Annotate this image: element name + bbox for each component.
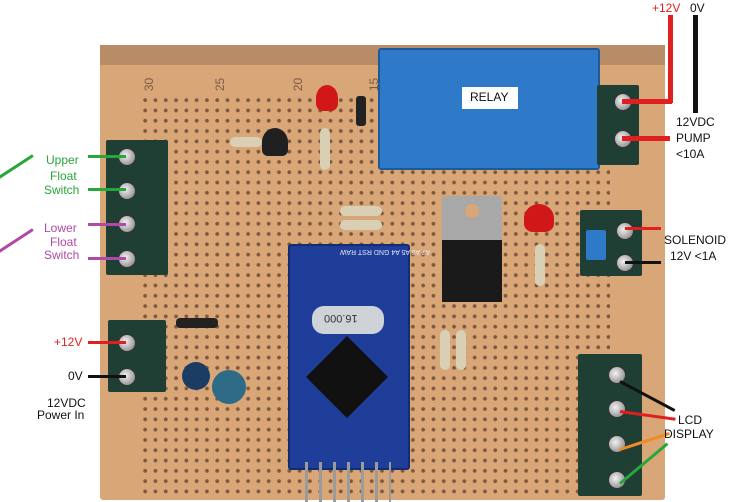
- pump-label-1: 12VDC: [676, 115, 715, 129]
- float-terminal-block: [106, 140, 168, 275]
- resistor-3: [340, 206, 382, 216]
- lcd-screw-1: [608, 366, 626, 384]
- power-terminal-block: [108, 320, 166, 392]
- arduino-top-pins: A7 A6 A5 A4 GND RST RAW: [340, 248, 431, 255]
- lower-float-label-1: Lower: [44, 221, 77, 235]
- upper-float-wire-1: [88, 155, 126, 158]
- lcd-screw-2: [608, 400, 626, 418]
- pump-wire: [622, 136, 670, 141]
- supply-plus-wire-h: [622, 99, 672, 104]
- power-zero-wire: [88, 375, 126, 378]
- capacitor-2: [212, 370, 246, 404]
- lower-float-label-3: Switch: [44, 248, 80, 262]
- solenoid-screw-1: [616, 222, 634, 240]
- supply-plus-wire: [668, 15, 673, 103]
- power-plus-wire: [88, 341, 126, 344]
- lcd-label-2: DISPLAY: [664, 427, 714, 441]
- upper-float-label-1: Upper: [46, 153, 79, 167]
- upper-float-wire-2: [88, 188, 126, 191]
- capacitor-1: [182, 362, 210, 390]
- relay-label: RELAY: [470, 90, 509, 104]
- board-col-20: 20: [291, 77, 306, 92]
- float-screw-2: [118, 182, 136, 200]
- resistor-2: [320, 128, 330, 170]
- crystal: [312, 306, 384, 334]
- lower-float-leadout: [0, 228, 34, 255]
- diode-relay: [356, 96, 366, 126]
- lower-float-wire-2: [88, 257, 126, 260]
- supply-zero-label: 0V: [690, 1, 705, 15]
- board-col-30: 30: [142, 77, 157, 92]
- resistor-7: [456, 330, 466, 370]
- power-plus-label: +12V: [54, 335, 83, 349]
- power-zero-label: 0V: [68, 369, 83, 383]
- arduino-header-pins: [305, 462, 391, 502]
- solenoid-label-2: 12V <1A: [670, 249, 717, 263]
- pump-label-3: <10A: [676, 147, 705, 161]
- relay-label-box: [462, 87, 518, 109]
- crystal-label: 16.000: [324, 312, 358, 324]
- resistor-6: [440, 330, 450, 370]
- solenoid-plus-wire: [625, 227, 661, 230]
- board-col-25: 25: [213, 77, 228, 92]
- supply-plus-label: +12V: [652, 1, 681, 15]
- upper-float-leadout: [0, 154, 34, 181]
- voltage-regulator: [442, 240, 502, 302]
- lower-float-label-2: Float: [50, 235, 77, 249]
- power-in-label-2: Power In: [37, 408, 85, 422]
- resistor-4: [340, 220, 382, 230]
- upper-float-label-2: Float: [50, 169, 77, 183]
- resistor-5: [535, 244, 545, 286]
- resistor-1: [230, 137, 262, 147]
- power-in-label-1: 12VDC: [47, 396, 86, 410]
- lower-float-wire-1: [88, 223, 126, 226]
- regulator-hole: [465, 204, 479, 218]
- upper-float-label-3: Switch: [44, 183, 80, 197]
- solenoid-label-1: SOLENOID: [664, 233, 727, 247]
- supply-zero-wire: [693, 15, 698, 113]
- led-right: [524, 204, 554, 232]
- solenoid-diode: [586, 230, 606, 260]
- power-diode: [176, 318, 218, 328]
- relay: [378, 48, 600, 170]
- transistor: [262, 128, 288, 156]
- solenoid-zero-wire: [625, 261, 661, 264]
- pump-label-2: PUMP: [676, 131, 711, 145]
- led-top: [316, 85, 338, 111]
- lcd-label-1: LCD: [678, 413, 703, 427]
- lcd-screw-3: [608, 435, 626, 453]
